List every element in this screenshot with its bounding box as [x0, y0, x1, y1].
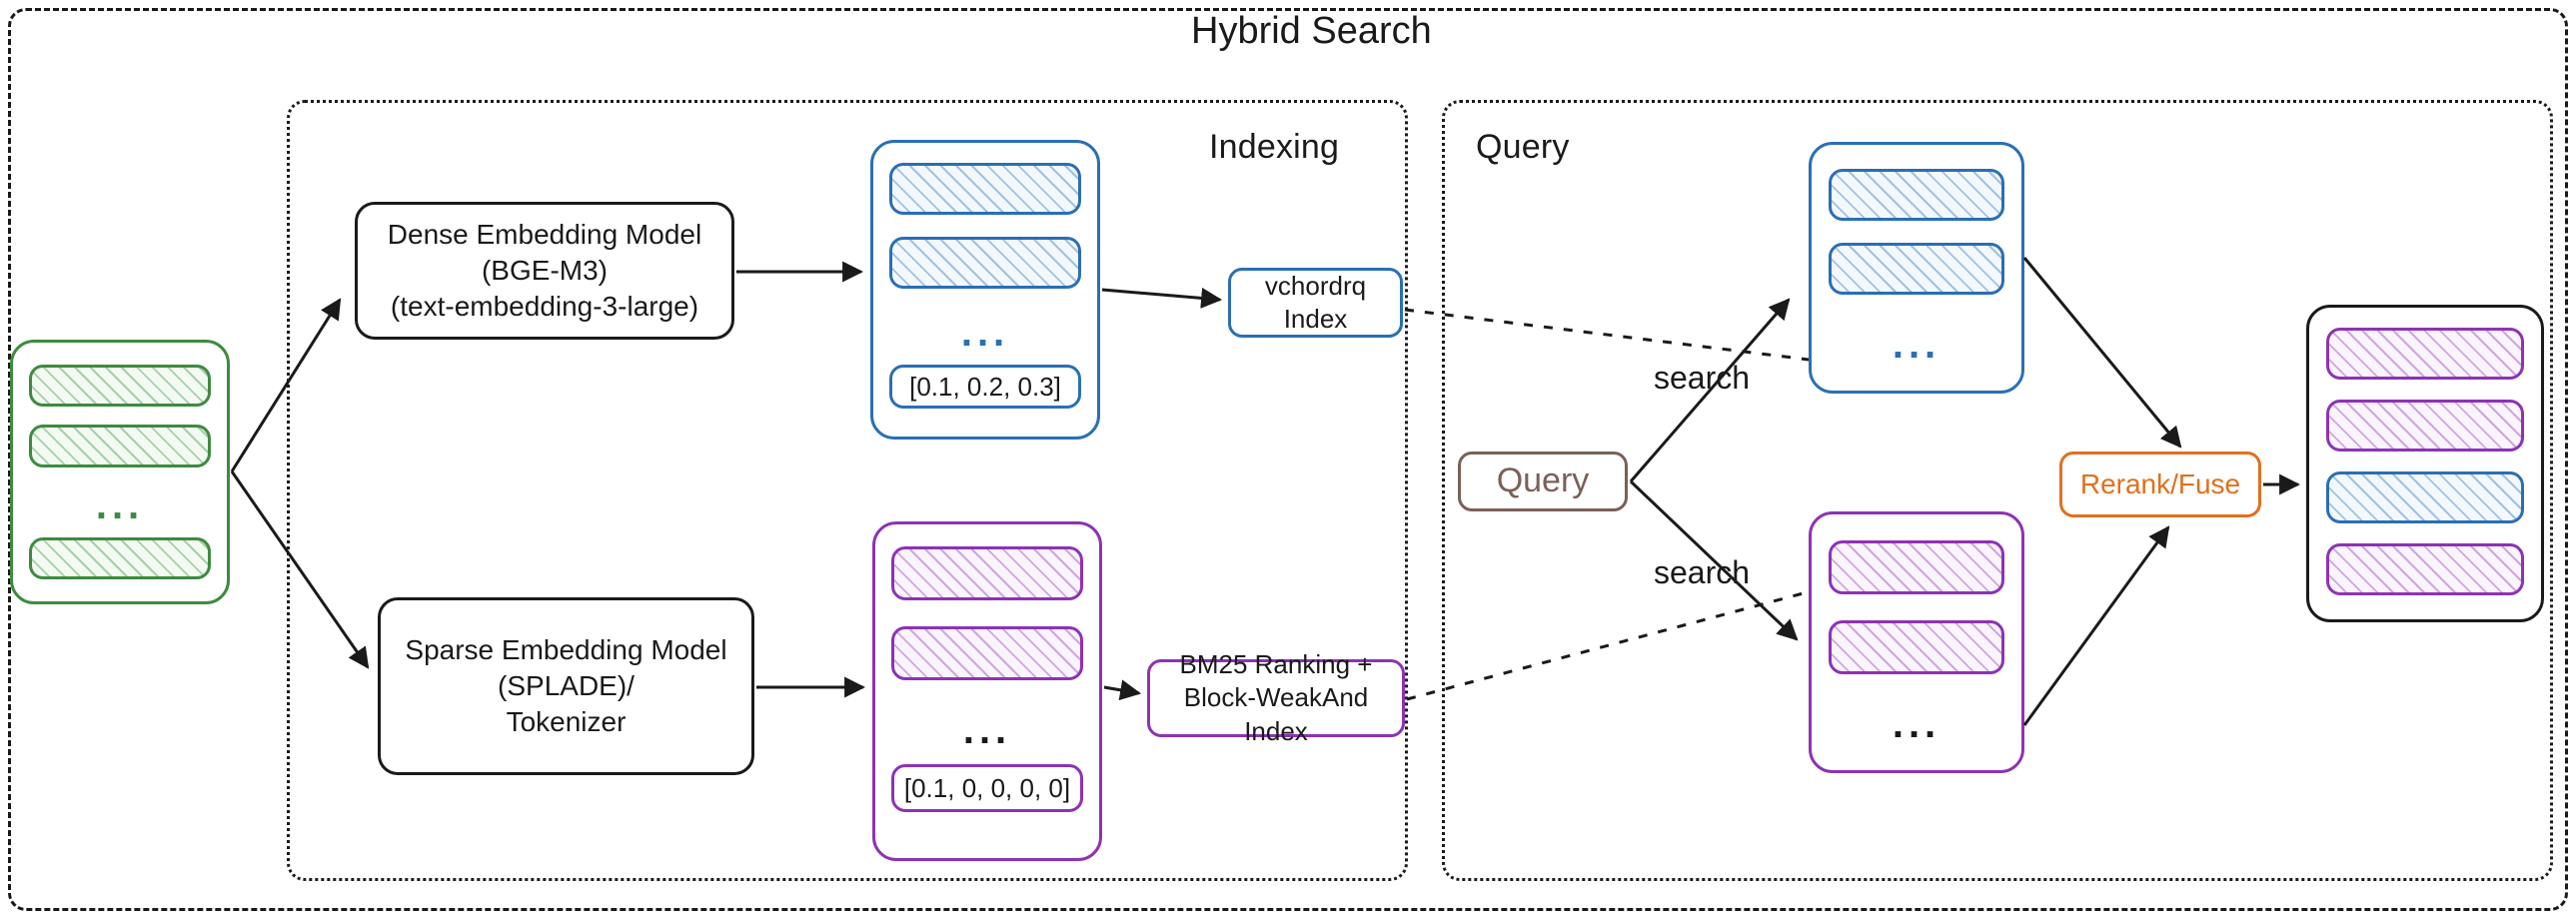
indexing-group-label: Indexing [1209, 128, 1340, 166]
dense-vector-stack-ellipsis: ... [960, 311, 1010, 355]
search-label-bottom: search [1654, 554, 1751, 590]
dense-vector-stack: ... [0.1, 0.2, 0.3] [870, 140, 1100, 440]
source-document-item [29, 365, 211, 408]
sparse-result-item [1829, 620, 2004, 674]
sparse-vector-value: [0.1, 0, 0, 0, 0] [891, 764, 1083, 812]
source-document-item [29, 536, 211, 579]
final-result-item [2326, 328, 2524, 380]
query-group [1442, 100, 2553, 881]
dense-vector-item [889, 237, 1081, 289]
dense-results-ellipsis: ... [1892, 323, 1941, 367]
source-document-stack: ... [10, 340, 230, 604]
dense-vector-item [889, 163, 1081, 215]
sparse-result-item [1829, 540, 2004, 594]
sparse-vector-stack-ellipsis: ... [962, 708, 1012, 752]
search-label-top: search [1654, 360, 1751, 396]
query-node: Query [1458, 452, 1628, 511]
source-stack-ellipsis: ... [95, 482, 145, 527]
sparse-results-stack: ... [1809, 511, 2024, 773]
final-result-item [2326, 471, 2524, 523]
final-results-stack [2306, 305, 2544, 622]
sparse-results-ellipsis: ... [1892, 702, 1941, 746]
rerank-fuse-node: Rerank/Fuse [2059, 452, 2261, 517]
sparse-embedding-model-node: Sparse Embedding Model (SPLADE)/ Tokeniz… [378, 597, 754, 775]
sparse-vector-item [891, 626, 1083, 680]
diagram-title: Hybrid Search [1191, 10, 1432, 52]
bm25-index-node: BM25 Ranking + Block-WeakAnd Index [1147, 649, 1405, 746]
final-result-item [2326, 400, 2524, 452]
source-document-item [29, 425, 211, 467]
hybrid-search-group [8, 8, 2568, 911]
dense-vector-value: [0.1, 0.2, 0.3] [889, 365, 1081, 409]
dense-embedding-model-node: Dense Embedding Model (BGE-M3) (text-emb… [355, 202, 734, 340]
final-result-item [2326, 543, 2524, 595]
dense-results-stack: ... [1809, 142, 2024, 394]
dense-result-item [1829, 243, 2004, 295]
vchordrq-index-node: vchordrq Index [1228, 268, 1403, 338]
dense-result-item [1829, 169, 2004, 221]
query-group-label: Query [1476, 128, 1570, 166]
sparse-vector-stack: ... [0.1, 0, 0, 0, 0] [872, 521, 1102, 861]
sparse-vector-item [891, 546, 1083, 600]
